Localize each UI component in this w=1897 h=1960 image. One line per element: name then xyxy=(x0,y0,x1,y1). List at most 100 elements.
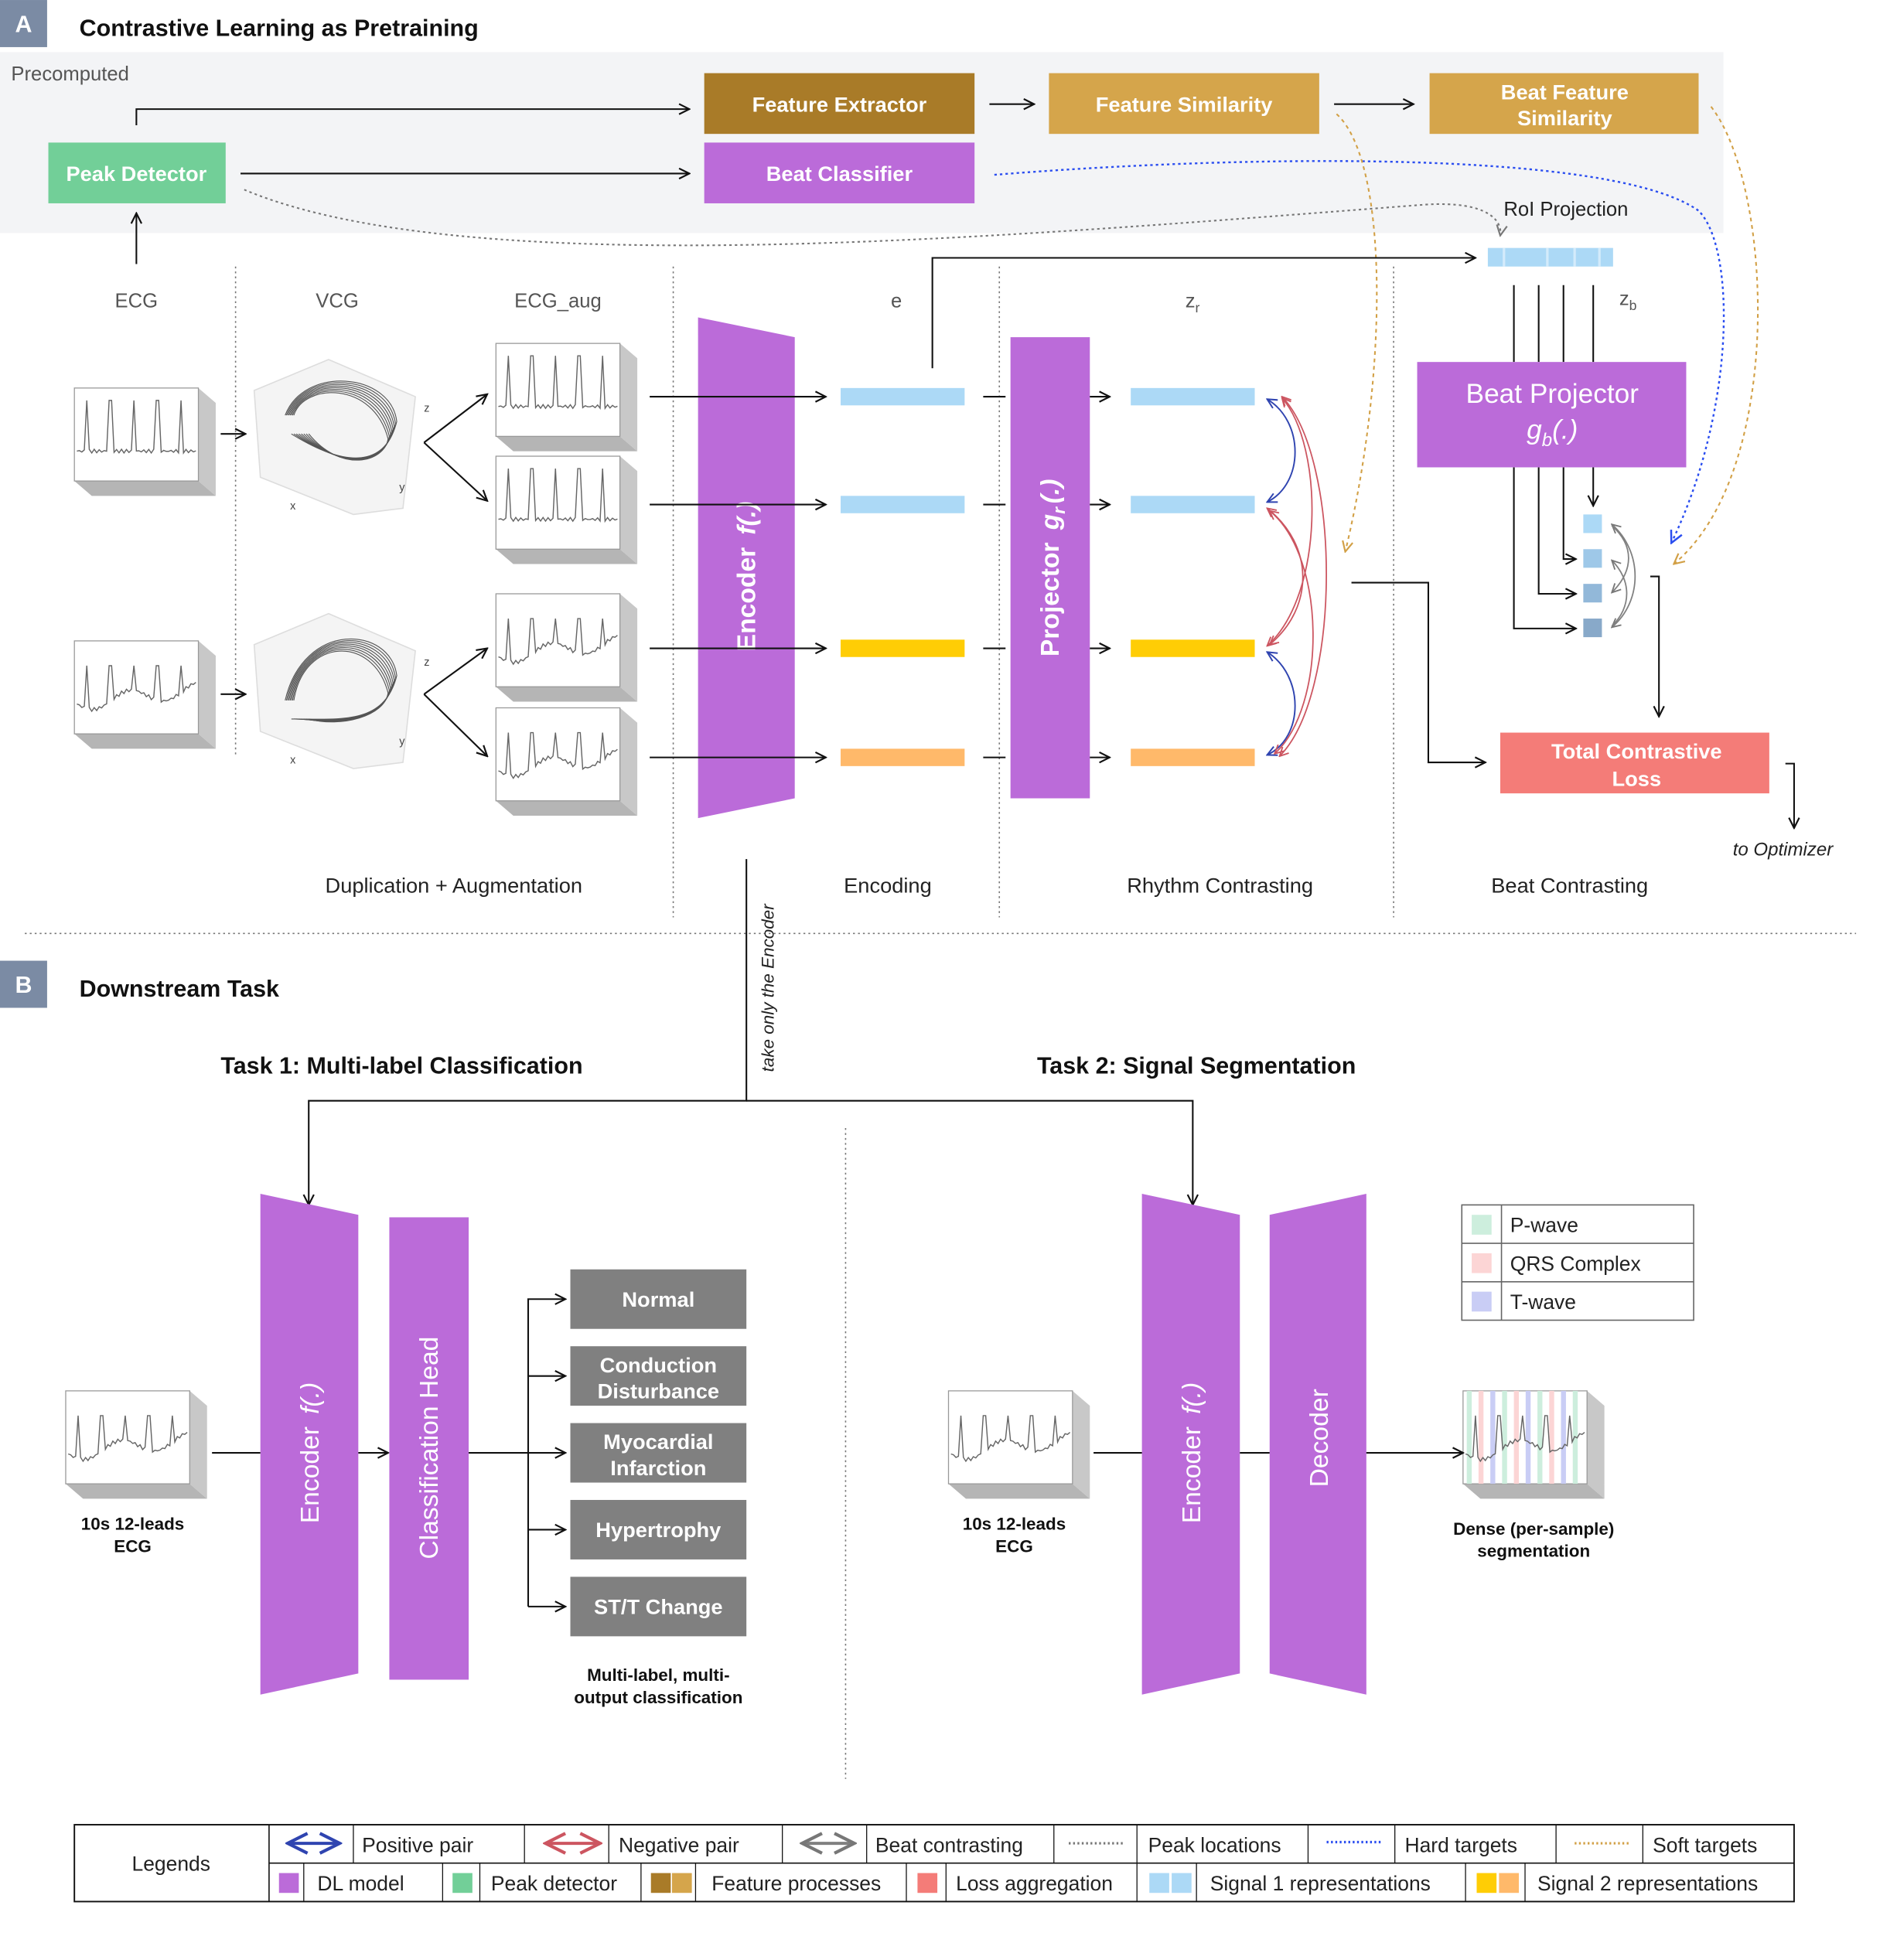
classification-head-label: Classification Head xyxy=(415,1337,444,1559)
thumbnail-shadow xyxy=(198,640,216,749)
segment-band xyxy=(1561,1390,1566,1484)
output-class-line: ST/T Change xyxy=(594,1594,723,1618)
vcg-axis-z: z xyxy=(424,402,429,414)
col-e-label: e xyxy=(891,291,902,312)
output-class-label: ST/T Change xyxy=(594,1594,723,1618)
segment-band xyxy=(1478,1390,1484,1484)
vcg-loop xyxy=(285,638,397,720)
task1-title: Task 1: Multi-label Classification xyxy=(220,1052,582,1079)
output-class-line: Myocardial xyxy=(603,1430,713,1454)
segment-band xyxy=(1549,1390,1554,1484)
col-zb-label: zb xyxy=(1619,288,1637,312)
vcg-axis-z: z xyxy=(424,656,429,669)
thumbnail-shadow xyxy=(189,1390,207,1499)
beat-contrasting-curves xyxy=(1612,524,1636,627)
beat-feature-similarity-box xyxy=(1429,73,1699,135)
segment-band xyxy=(1513,1390,1520,1484)
segment-band xyxy=(1490,1390,1496,1484)
legend: Legends Positive pair Negative pair Beat… xyxy=(73,1824,1795,1903)
feature-light-swatch xyxy=(671,1873,692,1894)
peak-detector-swatch xyxy=(452,1873,473,1894)
loss-swatch xyxy=(917,1873,938,1894)
augmentation-arrows xyxy=(220,394,487,756)
segment-band xyxy=(1502,1390,1507,1484)
ecg-thumbnail xyxy=(495,455,638,564)
vcg-loop xyxy=(288,643,394,721)
ecg-waveform xyxy=(498,618,618,666)
representation-bars xyxy=(650,387,1255,766)
feature-extractor-label: Feature Extractor xyxy=(752,92,927,116)
panel-a-title: Contrastive Learning as Pretraining xyxy=(80,15,479,42)
total-loss-box xyxy=(1500,732,1769,794)
legend-peak-locations: Peak locations xyxy=(1148,1833,1281,1856)
ecg-waveform xyxy=(77,665,196,713)
positive-pair-curves xyxy=(1268,399,1296,755)
ecg-thumbnail xyxy=(65,1390,207,1499)
precomputed-label: Precomputed xyxy=(11,63,129,85)
encoding-bar xyxy=(841,748,965,766)
legend-signal2: Signal 2 representations xyxy=(1537,1872,1758,1895)
to-optimizer-label: to Optimizer xyxy=(1733,839,1834,860)
signal2-swatch-b xyxy=(1499,1873,1520,1894)
output-class-line: Disturbance xyxy=(598,1379,720,1403)
vcg-loop xyxy=(292,649,390,722)
legend-soft-targets: Soft targets xyxy=(1653,1833,1757,1856)
thumbnail-frame xyxy=(495,455,621,550)
encoding-bar xyxy=(841,639,965,657)
vcg-loop xyxy=(285,640,397,721)
output-class-box xyxy=(570,1346,747,1406)
legend-loss-aggregation: Loss aggregation xyxy=(956,1872,1113,1895)
encoder-transfer-line-2 xyxy=(746,1099,1192,1205)
ecg-thumbnail xyxy=(495,707,638,816)
thumbnail-shadow xyxy=(619,456,638,564)
beat-projector-fn: gb(.) xyxy=(1527,415,1578,452)
segment-band xyxy=(1466,1390,1472,1484)
roi-bar xyxy=(1487,247,1613,267)
soft-target-curve-2 xyxy=(1674,106,1759,564)
col-ecg-label: ECG xyxy=(115,291,159,312)
stage-label-rhythm: Rhythm Contrasting xyxy=(1127,873,1313,897)
stage-label-beat: Beat Contrasting xyxy=(1491,873,1648,897)
output-class-box xyxy=(570,1499,747,1559)
panel-b-label: B xyxy=(15,972,32,998)
thumbnail-shadow xyxy=(619,707,638,816)
decoder-label: Decoder xyxy=(1305,1389,1334,1487)
thumbnail-shadow xyxy=(1072,1390,1090,1499)
vcg-axis-x: x xyxy=(290,755,296,767)
decoder-block xyxy=(1269,1193,1366,1695)
stage-separators xyxy=(234,266,1394,918)
task1-caption: Multi-label, multi-output classification xyxy=(574,1665,742,1707)
ecg-thumbnail xyxy=(495,593,638,702)
thumbnail-frame xyxy=(495,343,621,438)
to-optimizer-arrow xyxy=(1785,762,1794,828)
ecg-waveform xyxy=(1465,1415,1585,1463)
segmentation-legend: P-wave QRS Complex T-wave xyxy=(1461,1204,1694,1321)
legend-beat-contrasting: Beat contrasting xyxy=(875,1833,1023,1856)
beat-projector-block xyxy=(1417,362,1687,468)
encoder-label: Encoderf(.) xyxy=(732,502,761,652)
ecg-thumbnail xyxy=(1462,1390,1605,1499)
beat-classifier-label: Beat Classifier xyxy=(766,162,913,186)
take-encoder-label: take only the Encoder xyxy=(758,903,777,1072)
task1-encoder-label: Encoderf(.) xyxy=(296,1382,325,1524)
legend-title: Legends xyxy=(132,1852,210,1875)
vcg-loop xyxy=(289,645,393,721)
roi-projection-label: RoI Projection xyxy=(1503,199,1628,220)
thumbnail-shadow xyxy=(496,800,638,816)
thumbnail-shadow xyxy=(1587,1390,1605,1499)
thumbnail-shadow xyxy=(496,549,638,564)
feature-similarity-box xyxy=(1049,73,1319,135)
task1-flow-lines xyxy=(212,1299,565,1607)
encoding-to-roi-line xyxy=(931,258,1476,369)
rhythm-to-loss-line xyxy=(1351,581,1486,762)
legend-positive-pair: Positive pair xyxy=(362,1833,473,1856)
panel-a-label: A xyxy=(15,12,32,38)
ecg-waveform xyxy=(67,1415,188,1463)
vcg-plot-1: zyx xyxy=(253,359,430,516)
seg-legend-p-wave: P-wave xyxy=(1510,1214,1578,1237)
dl-model-swatch xyxy=(278,1873,299,1894)
beat-classifier-box xyxy=(704,142,975,203)
